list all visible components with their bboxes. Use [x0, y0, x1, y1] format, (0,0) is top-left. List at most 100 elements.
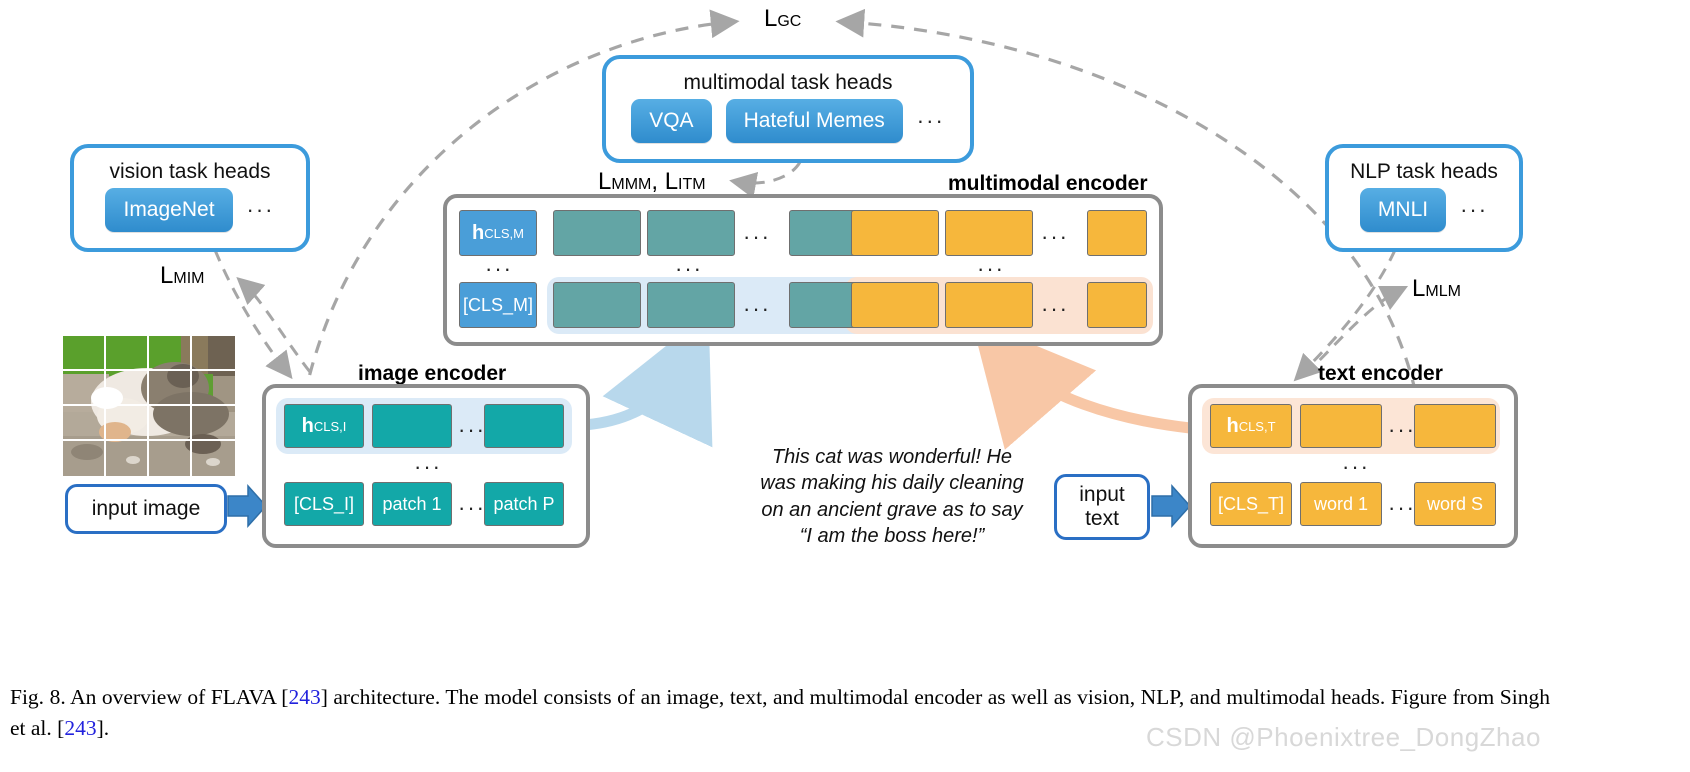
caption-text-2: ] architecture. The model consists of an…: [10, 685, 1550, 741]
citation-ref-1[interactable]: 243: [288, 685, 321, 709]
text-input-word-first: word 1: [1300, 482, 1382, 526]
image-hidden-row-ellipsis: ···: [458, 417, 486, 442]
loss-sep: ,: [651, 168, 665, 195]
figure-number: Fig. 8.: [10, 685, 66, 709]
multimodal-input-image-token: [647, 282, 735, 328]
multimodal-input-text-token: [851, 282, 939, 328]
task-button-vqa[interactable]: VQA: [631, 99, 712, 143]
loss-gc-l: L: [764, 5, 778, 32]
sample-text-line-4: “I am the boss here!”: [799, 525, 985, 548]
text-input-cls-token: [CLS_T]: [1210, 482, 1292, 526]
multimodal-image-column-ellipsis: ···: [675, 256, 703, 281]
image-input-row-ellipsis: ···: [458, 495, 486, 520]
figure-caption: Fig. 8. An overview of FLAVA [243] archi…: [10, 682, 1550, 744]
h-symbol: h: [472, 221, 485, 244]
multimodal-hidden-text-token: [945, 210, 1033, 256]
multimodal-task-heads-row: VQA Hateful Memes ···: [617, 99, 959, 153]
multimodal-heads-ellipsis: ···: [916, 108, 945, 133]
input-text-label: input text: [1054, 474, 1150, 540]
input-image-arrow: [227, 484, 268, 528]
loss-itm-sub: ITM: [678, 176, 706, 193]
image-encoder-label: image encoder: [358, 362, 507, 385]
text-encoder-label: text encoder: [1318, 362, 1443, 385]
h-subscript: CLS,I: [313, 418, 347, 434]
loss-mlm-sub: MLM: [1425, 283, 1461, 300]
multimodal-top-image-ellipsis: ···: [743, 224, 771, 249]
multimodal-task-heads-panel: multimodal task heads VQA Hateful Memes …: [602, 55, 974, 163]
image-encoder-column-ellipsis: ···: [414, 454, 442, 479]
csdn-watermark: CSDN @Phoenixtree_DongZhao: [1146, 722, 1541, 752]
loss-label-mmm-itm: LMMM, LITM: [598, 168, 706, 196]
multimodal-text-column-ellipsis: ···: [977, 256, 1005, 281]
multimodal-hidden-text-token: [851, 210, 939, 256]
caption-text-1: An overview of FLAVA [: [70, 685, 289, 709]
multimodal-input-cls-token: [CLS_M]: [459, 282, 537, 328]
image-hidden-patch-token: [372, 404, 452, 448]
nlp-heads-ellipsis: ···: [1460, 197, 1489, 222]
loss-mlm-l: L: [1412, 275, 1426, 302]
loss-label-mim: LMIM: [160, 262, 204, 290]
input-image-thumbnail: [63, 336, 235, 476]
sample-text-line-2: was making his daily cleaning: [760, 472, 1024, 495]
multimodal-top-text-ellipsis: ···: [1041, 224, 1069, 249]
loss-mmm-l: L: [598, 168, 612, 195]
multimodal-bottom-image-ellipsis: ···: [743, 296, 771, 321]
input-text-arrow: [1151, 484, 1192, 528]
vision-heads-ellipsis: ···: [246, 197, 275, 222]
multimodal-hidden-image-token: [647, 210, 735, 256]
input-text-label-line1: input: [1079, 483, 1125, 507]
multimodal-hidden-image-token: [553, 210, 641, 256]
sample-text-line-3: on an ancient grave as to say: [761, 498, 1023, 521]
loss-itm-l: L: [664, 168, 679, 195]
multimodal-task-heads-title: multimodal task heads: [683, 71, 893, 94]
h-symbol: h: [1226, 414, 1239, 437]
vision-task-heads-row: ImageNet ···: [91, 188, 288, 242]
loss-mmm-sub: MMM: [611, 176, 652, 193]
h-symbol: h: [301, 414, 314, 437]
input-text-label-line2: text: [1085, 507, 1119, 530]
image-hidden-patch-token: [484, 404, 564, 448]
text-hidden-word-token: [1414, 404, 1496, 448]
sample-text-line-1: This cat was wonderful! He: [771, 446, 1013, 468]
text-encoder-column-ellipsis: ···: [1342, 454, 1370, 479]
task-button-hateful-memes[interactable]: Hateful Memes: [725, 99, 903, 143]
multimodal-encoder-label: multimodal encoder: [948, 172, 1148, 195]
citation-ref-2[interactable]: 243: [64, 716, 97, 741]
loss-mim-sub: MIM: [173, 270, 205, 287]
loss-gc-sub: GC: [777, 13, 802, 30]
multimodal-input-text-token: [1087, 282, 1147, 328]
vision-task-heads-title: vision task heads: [109, 160, 271, 183]
multimodal-hidden-text-token: [1087, 210, 1147, 256]
image-input-patch-last: patch P: [484, 482, 564, 526]
patch-grid-overlay: [63, 336, 235, 476]
h-subscript: CLS,T: [1238, 418, 1276, 434]
text-hidden-word-token: [1300, 404, 1382, 448]
task-button-mnli[interactable]: MNLI: [1359, 188, 1447, 232]
task-button-imagenet[interactable]: ImageNet: [105, 188, 233, 232]
text-input-row-ellipsis: ···: [1388, 495, 1416, 520]
nlp-task-heads-row: MNLI ···: [1346, 188, 1502, 242]
image-input-cls-token: [CLS_I]: [284, 482, 364, 526]
vision-task-heads-panel: vision task heads ImageNet ···: [70, 144, 310, 252]
image-input-patch-first: patch 1: [372, 482, 452, 526]
nlp-task-heads-panel: NLP task heads MNLI ···: [1325, 144, 1523, 252]
loss-label-gc: LGC: [764, 5, 801, 33]
multimodal-input-text-token: [945, 282, 1033, 328]
multimodal-input-image-token: [553, 282, 641, 328]
input-image-label: input image: [65, 484, 227, 534]
caption-text-3: ].: [96, 716, 110, 741]
multimodal-cls-column-ellipsis: ···: [485, 256, 513, 281]
text-hidden-row-ellipsis: ···: [1388, 417, 1416, 442]
text-input-word-last: word S: [1414, 482, 1496, 526]
h-subscript: CLS,M: [484, 225, 524, 241]
loss-label-mlm: LMLM: [1412, 275, 1461, 303]
multimodal-bottom-text-ellipsis: ···: [1041, 296, 1069, 321]
loss-mim-l: L: [160, 262, 174, 289]
